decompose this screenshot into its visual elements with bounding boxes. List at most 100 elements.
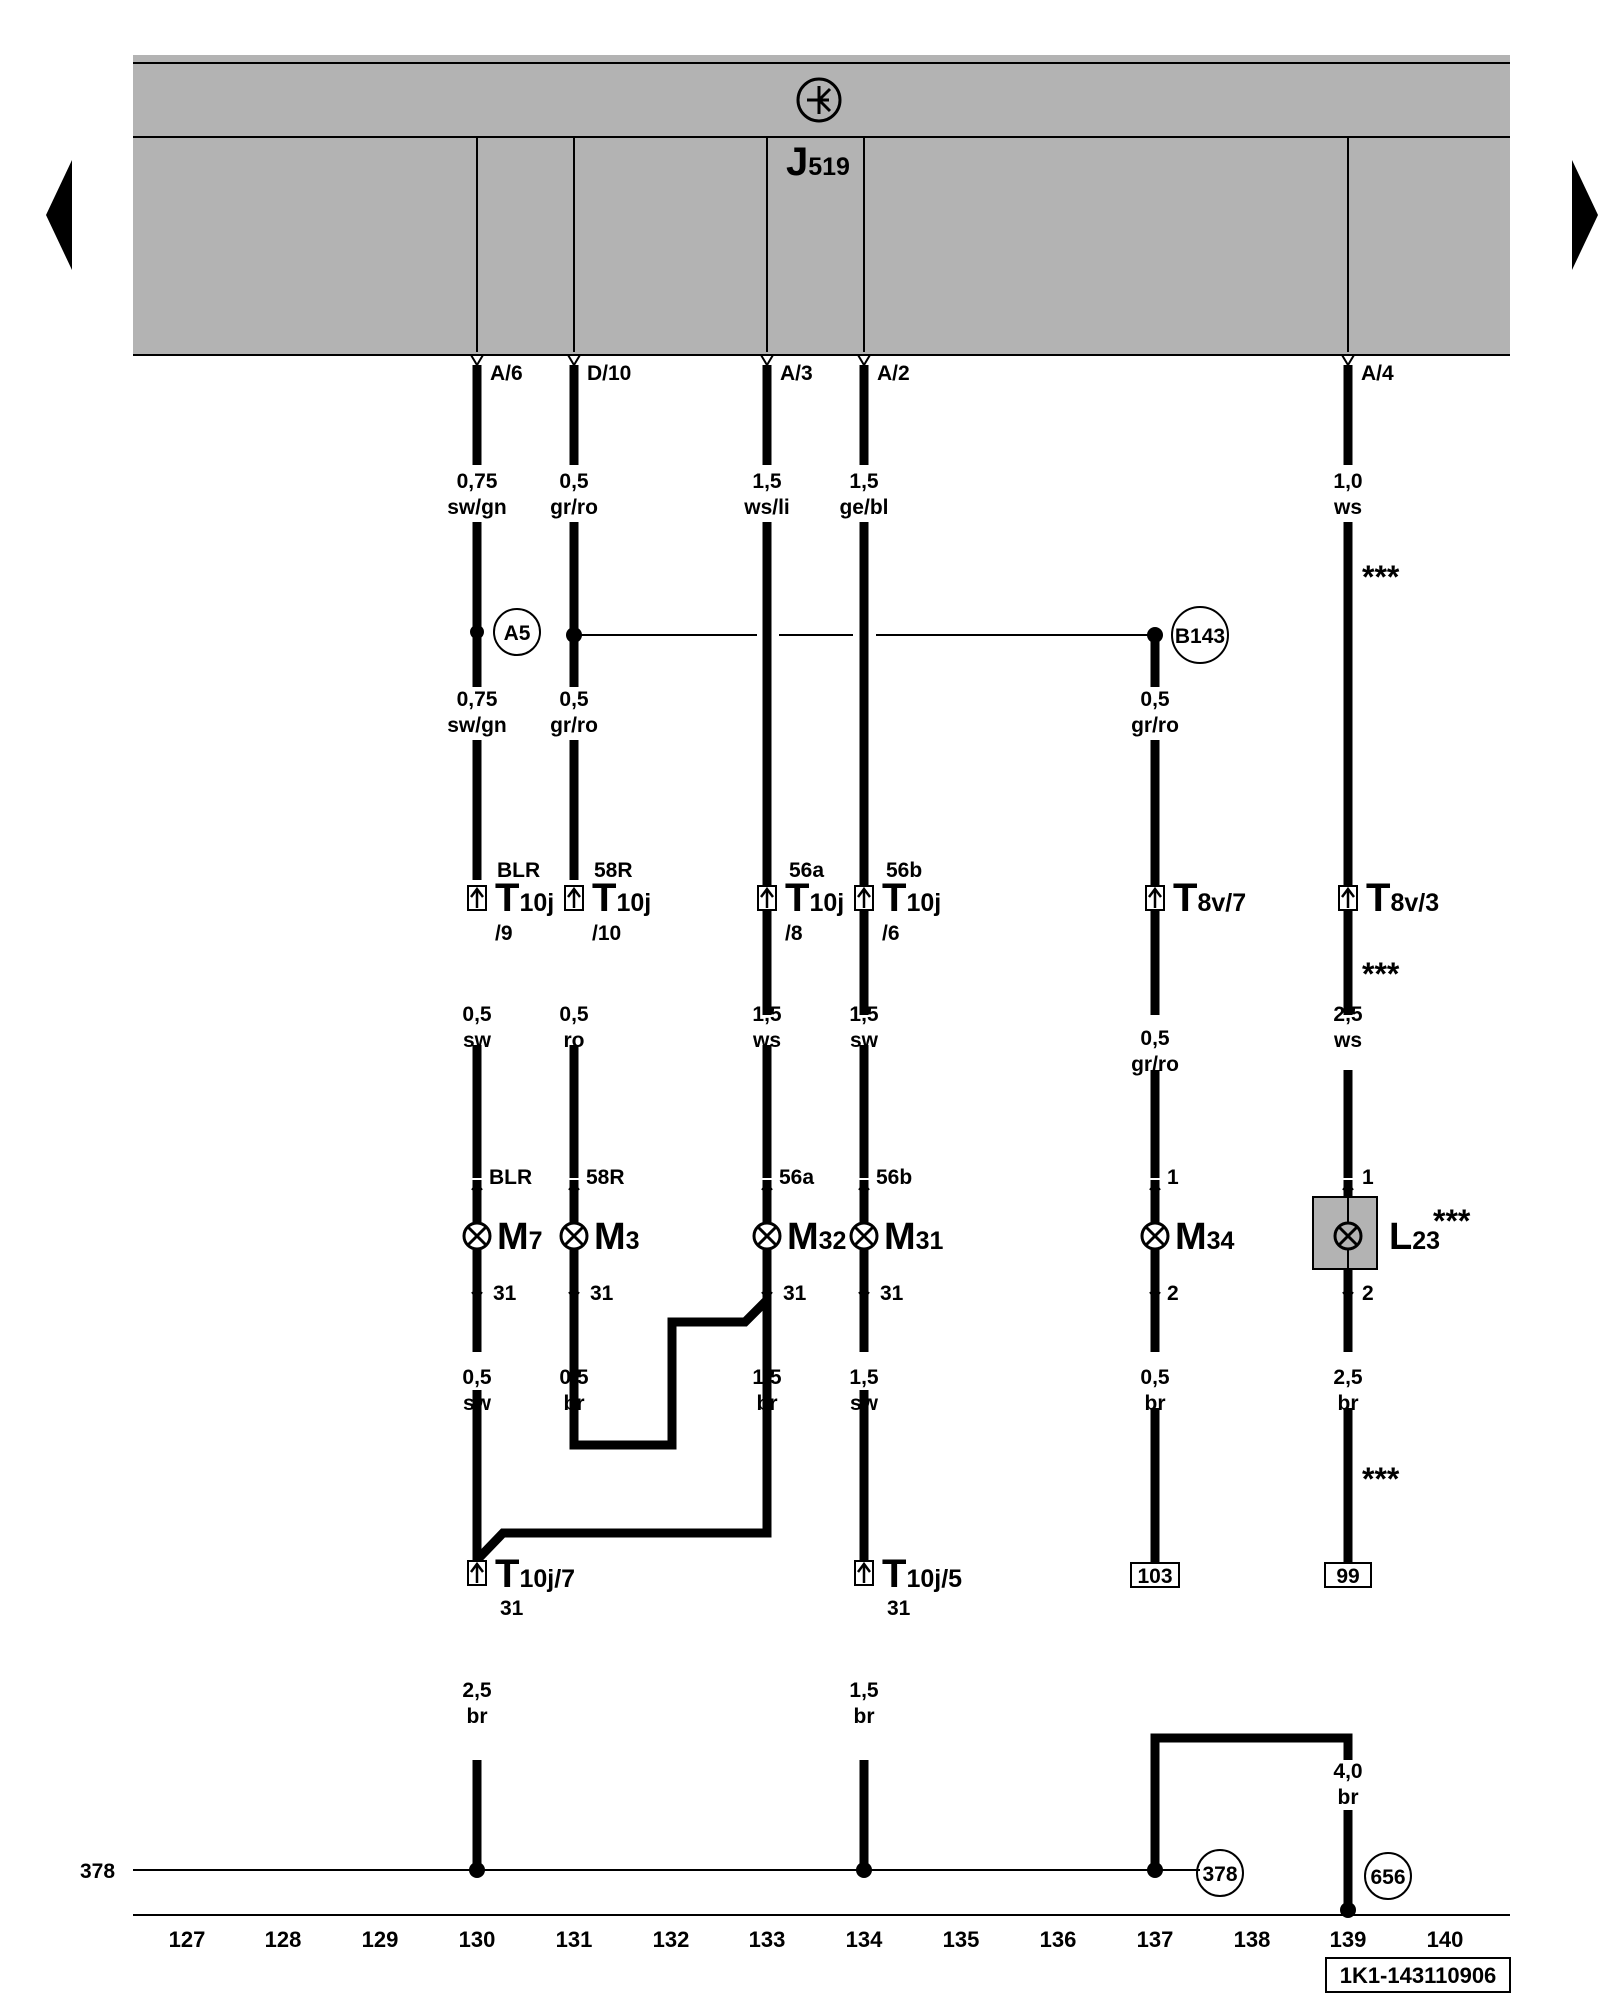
electronic-control-unit-icon	[796, 77, 842, 123]
pin-label: A/2	[877, 362, 910, 385]
wire-gauge: 2,5	[1333, 1003, 1363, 1026]
bulb-icon	[1333, 1221, 1363, 1251]
wire-color: br	[757, 1392, 778, 1415]
prev-page-arrow[interactable]	[46, 160, 72, 270]
wire-gauge: 1,0	[1333, 470, 1362, 493]
reference-99[interactable]: 99	[1324, 1562, 1372, 1588]
connector-arrows	[470, 886, 1355, 1583]
pin-labels: A/6 D/10 A/3 A/2 A/4	[490, 362, 1394, 385]
next-page-arrow[interactable]	[1572, 160, 1598, 270]
footnote-mark: ***	[1362, 1461, 1400, 1497]
pin-label: A/6	[490, 362, 523, 385]
ground-line: 378	[80, 1860, 1200, 1883]
connector-t8v: T8v/7	[1173, 876, 1246, 920]
wire-color: sw	[463, 1392, 492, 1415]
column-numbers: 127 128 129 130 131 132 133 134 135 136 …	[169, 1927, 1464, 1952]
pin-label: D/10	[587, 362, 631, 385]
column-number: 129	[362, 1927, 399, 1952]
wire-color: gr/ro	[1131, 1053, 1179, 1076]
lamp-m34: M34	[1175, 1216, 1235, 1258]
connector-pin: /6	[882, 922, 900, 945]
reference-103[interactable]: 103	[1130, 1562, 1180, 1588]
column-number: 130	[459, 1927, 496, 1952]
connector-pin: 31	[887, 1597, 911, 1620]
junction-circles	[493, 606, 1412, 1900]
connector-t10j: T10j	[882, 876, 941, 920]
connector-labels: BLR T10j /9 58R T10j /10 56a T10j /8 56b…	[495, 859, 1439, 1620]
lamp-l23: L23	[1389, 1216, 1440, 1258]
lamp-symbols	[462, 1221, 1363, 1251]
lamp-m7: M7	[497, 1216, 543, 1258]
wire-color: br	[564, 1392, 585, 1415]
wire-color: sw	[463, 1029, 492, 1052]
junction-b143: B143	[1175, 625, 1225, 648]
ground-line-label: 378	[80, 1860, 115, 1883]
lamp-l23-note: ***	[1433, 1203, 1471, 1239]
column-number: 138	[1234, 1927, 1271, 1952]
pin-label: A/4	[1361, 362, 1394, 385]
bulb-icon	[559, 1221, 589, 1251]
wire-color: br	[467, 1705, 488, 1728]
connector-t10j: T10j	[785, 876, 844, 920]
junction-656: 656	[1370, 1866, 1405, 1889]
wire-color: ws	[1333, 1029, 1362, 1052]
lamp-terminal: 56b	[876, 1166, 912, 1189]
connector-t10j-7: T10j/7	[495, 1552, 575, 1596]
column-number: 135	[943, 1927, 980, 1952]
connector-t10j-5: T10j/5	[882, 1552, 962, 1596]
footnote-mark: ***	[1362, 559, 1400, 595]
connector-terminal: BLR	[497, 859, 540, 882]
wire-gauge: 1,5	[849, 470, 879, 493]
bulb-icon	[1140, 1221, 1170, 1251]
wire-color: br	[1338, 1786, 1359, 1809]
lamp-m32: M32	[787, 1216, 846, 1258]
junction-a5: A5	[504, 622, 531, 645]
lamp-terminal: 31	[880, 1282, 904, 1305]
control-unit-name: J519	[786, 140, 850, 184]
bulb-icon	[849, 1221, 879, 1251]
connector-pin: /8	[785, 922, 803, 945]
wire-gauge: 1,5	[849, 1003, 879, 1026]
column-number: 139	[1330, 1927, 1367, 1952]
bulb-icon	[462, 1221, 492, 1251]
thick-wires	[472, 365, 1353, 1910]
wire-color: sw/gn	[447, 496, 507, 519]
lamp-terminal: 31	[590, 1282, 614, 1305]
connector-pin: 31	[500, 1597, 524, 1620]
column-number: 140	[1427, 1927, 1464, 1952]
wire-color: br	[1338, 1392, 1359, 1415]
lamp-m31: M31	[884, 1216, 944, 1258]
wire-gauge: 4,0	[1333, 1760, 1362, 1783]
wire-gauge: 0,5	[1140, 1366, 1170, 1389]
lamp-terminal: 31	[493, 1282, 517, 1305]
column-number: 127	[169, 1927, 206, 1952]
column-number: 128	[265, 1927, 302, 1952]
internal-wires	[476, 137, 1349, 352]
connector-t10j: T10j	[592, 876, 651, 920]
control-unit-j519: J519	[133, 55, 1510, 356]
wire-gauge: 2,5	[1333, 1366, 1363, 1389]
reference-label: 103	[1137, 1565, 1172, 1588]
bulb-icon	[752, 1221, 782, 1251]
column-number: 132	[653, 1927, 690, 1952]
lamp-terminal: 58R	[586, 1166, 625, 1189]
wire-gauge: 1,5	[849, 1679, 879, 1702]
wire-gauge: 1,5	[752, 1366, 782, 1389]
wire-gauge: 1,5	[752, 1003, 782, 1026]
connector-pin: /9	[495, 922, 513, 945]
wire-color: sw/gn	[447, 714, 507, 737]
wire-labels: 0,75 sw/gn 0,5 gr/ro 1,5 ws/li 1,5 ge/bl…	[447, 470, 1363, 1809]
column-number: 136	[1040, 1927, 1077, 1952]
wire-gauge: 0,5	[559, 1366, 589, 1389]
wire-gauge: 0,5	[559, 470, 589, 493]
wire-gauge: 2,5	[462, 1679, 492, 1702]
column-number: 131	[556, 1927, 593, 1952]
lamp-terminal: 1	[1167, 1166, 1179, 1189]
wire-gauge: 1,5	[752, 470, 782, 493]
lamp-m3: M3	[594, 1216, 640, 1258]
wire-color: sw	[850, 1392, 879, 1415]
diagram-code-label: 1K1-143110906	[1340, 1963, 1497, 1988]
connector-terminal: 58R	[594, 859, 633, 882]
pin-label: A/3	[780, 362, 813, 385]
